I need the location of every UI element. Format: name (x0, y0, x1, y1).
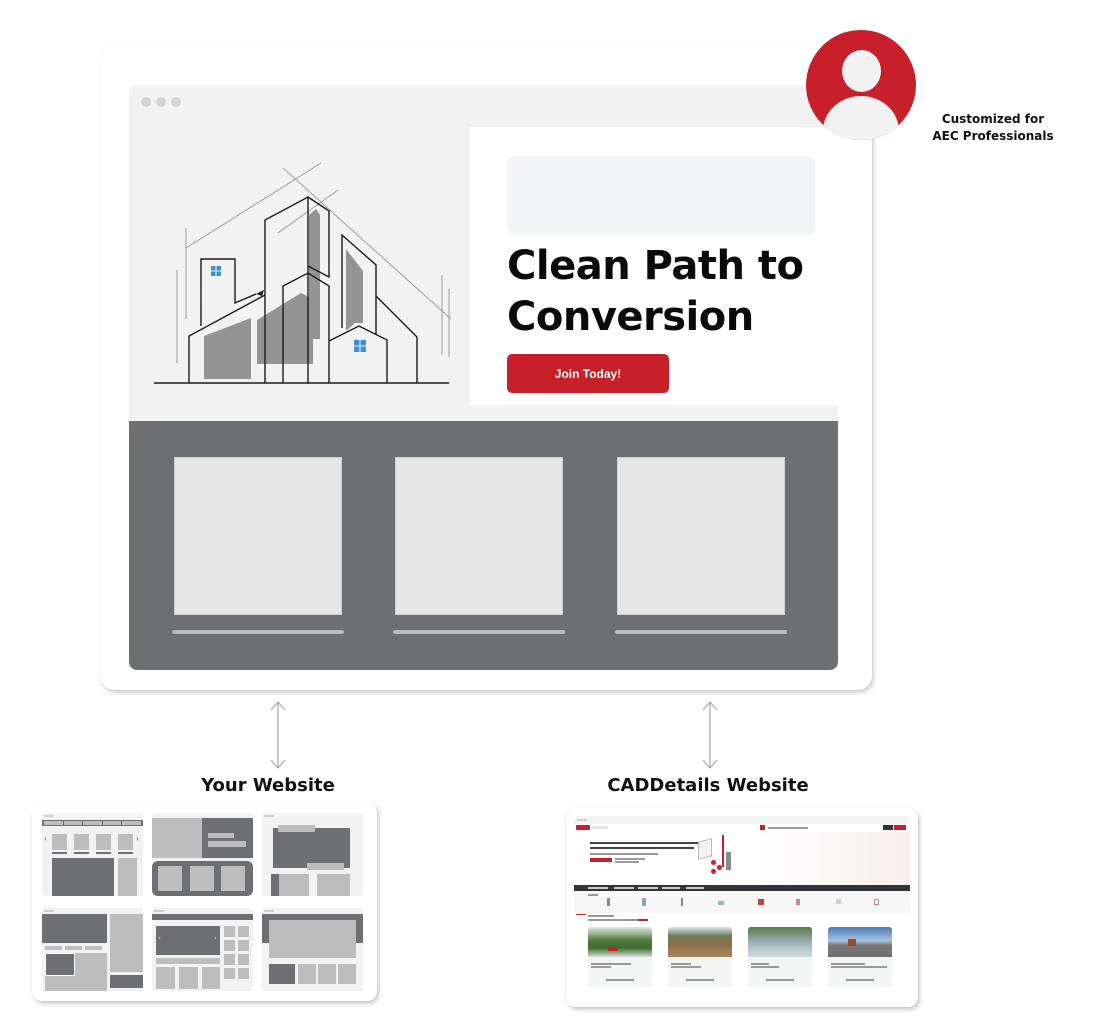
user-avatar-icon (806, 30, 916, 140)
featured-card (748, 927, 812, 987)
card-caption-bar (172, 630, 344, 634)
window-controls (141, 97, 181, 107)
chevron-left-icon: ‹ (44, 835, 47, 843)
featured-card (668, 927, 732, 987)
caddetails-featured (574, 913, 910, 999)
chevron-right-icon: › (136, 835, 139, 843)
layout-thumbnail[interactable] (262, 908, 363, 991)
content-band (129, 421, 838, 670)
window-dot-icon (156, 97, 166, 107)
card-caption-bar (393, 630, 565, 634)
content-card-placeholder[interactable] (617, 457, 785, 615)
caddetails-categories (574, 891, 910, 913)
laptop-graphic (698, 838, 712, 860)
layout-thumbnail[interactable]: ‹ › (42, 813, 143, 896)
landing-page-browser: Clean Path to Conversion Join Today! (129, 85, 838, 670)
caddetails-screenshot[interactable] (574, 816, 910, 999)
persona-label: Customized for AEC Professionals (918, 111, 1068, 145)
bidirectional-arrow-icon (702, 701, 718, 769)
bidirectional-arrow-icon (270, 701, 286, 769)
hero-panel: Clean Path to Conversion Join Today! (470, 127, 838, 405)
caddetails-hero (574, 832, 910, 885)
caddetails-cta (590, 858, 612, 862)
your-website-card: ‹ › (32, 802, 377, 1001)
content-card-placeholder[interactable] (395, 457, 563, 615)
caddetails-nav (574, 885, 910, 891)
caddetails-website-title: CADDetails Website (607, 775, 809, 796)
window-dot-icon (171, 97, 181, 107)
login-button (883, 825, 893, 830)
your-website-title: Your Website (201, 775, 335, 796)
hero-title-line-1: Clean Path to (507, 243, 804, 289)
content-card-placeholder[interactable] (174, 457, 342, 615)
building-sketch-icon (154, 162, 452, 384)
avatar-head (842, 50, 881, 92)
join-today-button[interactable]: Join Today! (507, 354, 669, 393)
window-controls (577, 819, 587, 821)
avatar-body (823, 96, 899, 140)
layout-thumbnail[interactable] (262, 813, 363, 896)
caddetails-header (574, 824, 910, 832)
layout-thumbnail[interactable]: ‹ › (152, 908, 253, 991)
flag-icon (760, 825, 765, 830)
layout-thumbnail[interactable] (152, 813, 253, 896)
card-caption-bar (615, 630, 787, 634)
chevron-left-icon: ‹ (158, 934, 161, 942)
featured-card (588, 927, 652, 987)
hero-title-line-2: Conversion (507, 294, 754, 340)
caddetails-logo-icon (576, 825, 590, 830)
search-field (592, 826, 608, 829)
hero-image-placeholder (507, 156, 815, 235)
window-dot-icon (141, 97, 151, 107)
persona-label-line-2: AEC Professionals (932, 129, 1054, 143)
chevron-right-icon: › (214, 934, 217, 942)
crane-graphic (722, 835, 724, 867)
signup-button (894, 825, 906, 830)
hero-title: Clean Path to Conversion (507, 241, 837, 343)
persona-label-line-1: Customized for (941, 112, 1045, 126)
featured-card (828, 927, 892, 987)
caddetails-website-card (566, 808, 918, 1007)
layout-thumbnail[interactable] (42, 908, 143, 991)
